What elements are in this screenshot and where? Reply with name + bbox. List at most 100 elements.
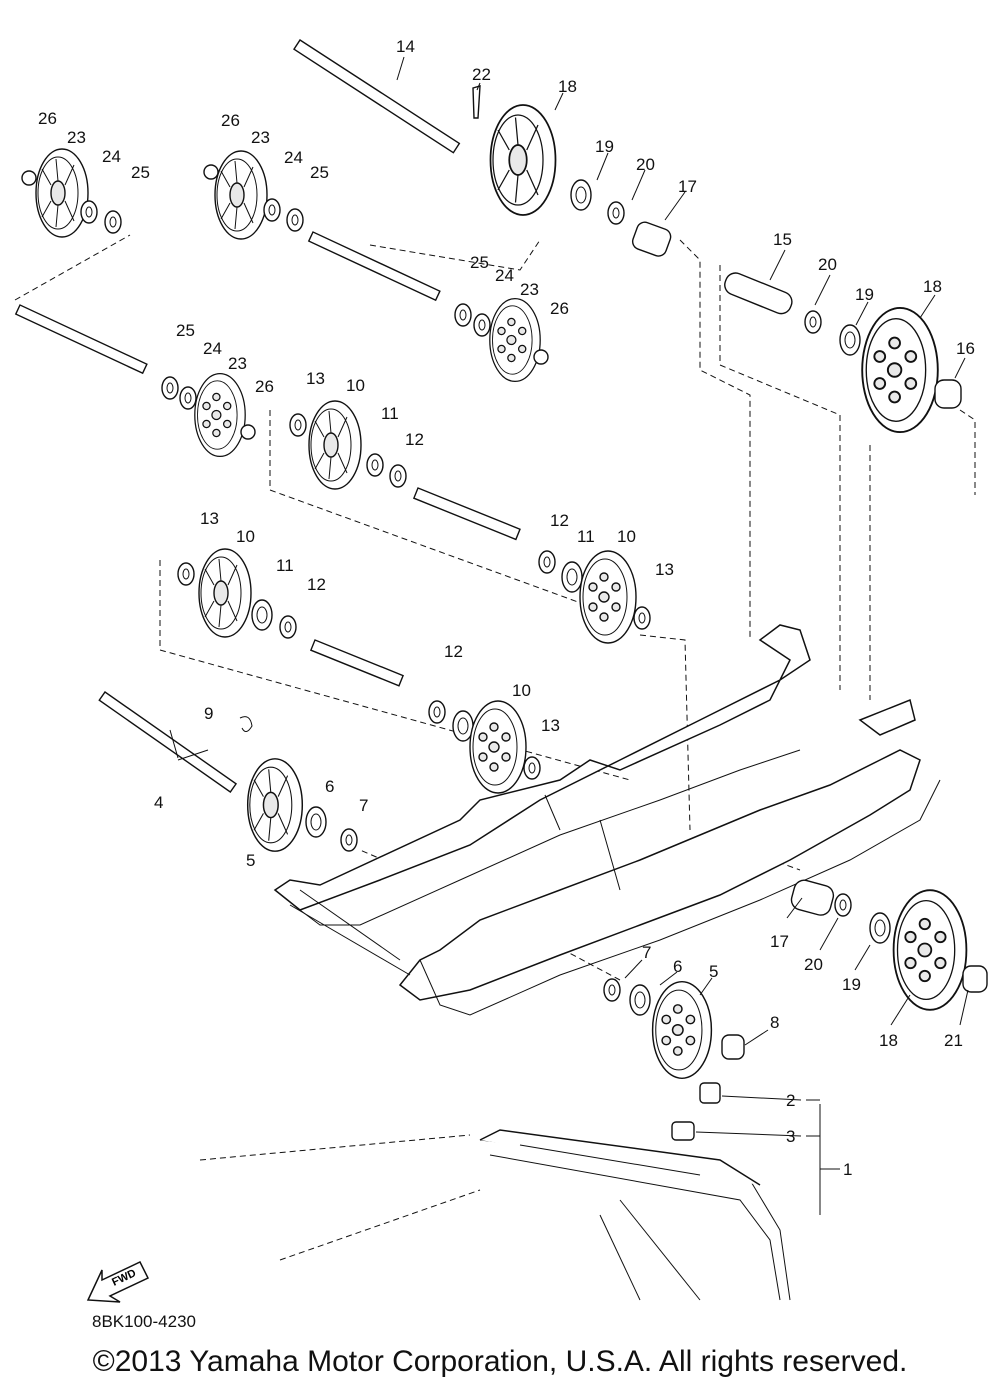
ring-20-top bbox=[607, 201, 625, 225]
callout-15: 15 bbox=[773, 230, 792, 249]
collar-17-top bbox=[631, 221, 672, 257]
callout-18-top: 18 bbox=[558, 77, 577, 96]
callout-24-c: 24 bbox=[495, 266, 514, 285]
ring-12-lower bbox=[279, 615, 297, 639]
wheel-5-left bbox=[246, 758, 304, 852]
bearing-19-bottom bbox=[869, 912, 891, 944]
ring-20-bottom bbox=[834, 893, 852, 917]
rear-axle-14 bbox=[293, 39, 481, 154]
shaft-upper bbox=[307, 231, 441, 302]
wheel-18-right bbox=[861, 306, 939, 434]
nut-26-top-mid bbox=[203, 164, 219, 180]
callout-11-b: 11 bbox=[577, 527, 595, 546]
bearing-6-bottom bbox=[629, 984, 651, 1016]
nut-21 bbox=[962, 965, 988, 993]
nut-26-left bbox=[240, 424, 256, 440]
callout-5-left: 5 bbox=[246, 851, 255, 870]
callout-17-top: 17 bbox=[678, 177, 697, 196]
callout-6-bottom: 6 bbox=[673, 957, 682, 976]
wheel-10-right bbox=[579, 550, 637, 644]
callout-25-b: 25 bbox=[310, 163, 329, 182]
callout-19-right: 19 bbox=[855, 285, 874, 304]
ring-20-right bbox=[804, 310, 822, 334]
bearing-24-mid-right bbox=[473, 313, 491, 337]
bearing-24-top-mid bbox=[263, 198, 281, 222]
callout-12-c: 12 bbox=[307, 575, 326, 594]
callout-8: 8 bbox=[770, 1013, 779, 1032]
wheel-18-bottom bbox=[892, 889, 968, 1011]
callout-13-d: 13 bbox=[541, 716, 560, 735]
wheel-23-top-mid bbox=[214, 150, 268, 240]
callout-10-d: 10 bbox=[512, 681, 531, 700]
collar-17-bottom bbox=[790, 879, 835, 916]
bearing-19-top bbox=[570, 179, 592, 211]
bearing-11-lower bbox=[251, 599, 273, 631]
wheel-10-upper-left bbox=[308, 400, 362, 490]
wheel-10-lower-right bbox=[469, 700, 527, 794]
callout-18-right: 18 bbox=[923, 277, 942, 296]
callout-11-a: 11 bbox=[381, 404, 399, 423]
drawing-code: 8BK100-4230 bbox=[92, 1312, 196, 1331]
callout-23-a: 23 bbox=[67, 128, 86, 147]
callout-12-d: 12 bbox=[444, 642, 463, 661]
callout-leaders bbox=[169, 56, 969, 1215]
ring-12-upper bbox=[389, 464, 407, 488]
ring-13-lower-right bbox=[523, 756, 541, 780]
callout-19-bottom: 19 bbox=[842, 975, 861, 994]
bearing-11-right bbox=[561, 561, 583, 593]
callout-22: 22 bbox=[472, 65, 491, 84]
callout-23-d: 23 bbox=[228, 354, 247, 373]
ring-25-top-mid bbox=[286, 208, 304, 232]
nut-26-far-left bbox=[21, 170, 37, 186]
bearing-24-left bbox=[179, 386, 197, 410]
callout-16: 16 bbox=[956, 339, 975, 358]
callout-23-c: 23 bbox=[520, 280, 539, 299]
wheel-23-far-left bbox=[35, 148, 89, 238]
callout-25-a: 25 bbox=[131, 163, 150, 182]
wheel-10-lower-left bbox=[198, 548, 252, 638]
callout-10-c: 10 bbox=[236, 527, 255, 546]
callout-10-b: 10 bbox=[617, 527, 636, 546]
collar-16 bbox=[934, 379, 962, 409]
bearing-11-upper bbox=[366, 453, 384, 477]
callout-20-right: 20 bbox=[818, 255, 837, 274]
bearing-6-left bbox=[305, 806, 327, 838]
bearing-24-far-left bbox=[80, 200, 98, 224]
nut-8 bbox=[721, 1034, 745, 1060]
ring-13-lower bbox=[177, 562, 195, 586]
callout-14: 14 bbox=[396, 37, 415, 56]
callout-24-a: 24 bbox=[102, 147, 121, 166]
callout-26-a: 26 bbox=[38, 109, 57, 128]
callout-25-c: 25 bbox=[470, 253, 489, 272]
assembly-lines bbox=[14, 234, 976, 1261]
wheel-23-left bbox=[194, 372, 246, 458]
callout-12-a: 12 bbox=[405, 430, 424, 449]
track-1 bbox=[479, 1082, 791, 1301]
nut-26-mid-right bbox=[533, 349, 549, 365]
callout-18-bottom: 18 bbox=[879, 1031, 898, 1050]
ring-13-right bbox=[633, 606, 651, 630]
shaft-lower bbox=[309, 639, 404, 687]
clip-3 bbox=[671, 1121, 695, 1141]
callout-7-bottom: 7 bbox=[642, 943, 651, 962]
copyright-notice: ©2013 Yamaha Motor Corporation, U.S.A. A… bbox=[92, 1345, 908, 1378]
callout-19-top: 19 bbox=[595, 137, 614, 156]
callout-26-d: 26 bbox=[255, 377, 274, 396]
callout-10-a: 10 bbox=[346, 376, 365, 395]
ring-12-right bbox=[538, 550, 556, 574]
fwd-arrow-icon: FWD bbox=[86, 1261, 150, 1303]
callout-24-b: 24 bbox=[284, 148, 303, 167]
callout-3: 3 bbox=[786, 1127, 795, 1146]
callout-20-top: 20 bbox=[636, 155, 655, 174]
shaft-15 bbox=[724, 272, 793, 315]
ring-25-far-left bbox=[104, 210, 122, 234]
shaft-middle bbox=[412, 487, 521, 541]
callout-6-left: 6 bbox=[325, 777, 334, 796]
slide-rail-frame bbox=[273, 624, 941, 1016]
shaft-left bbox=[14, 304, 148, 375]
callout-13-a: 13 bbox=[306, 369, 325, 388]
callout-26-b: 26 bbox=[221, 111, 240, 130]
ring-13-upper bbox=[289, 413, 307, 437]
